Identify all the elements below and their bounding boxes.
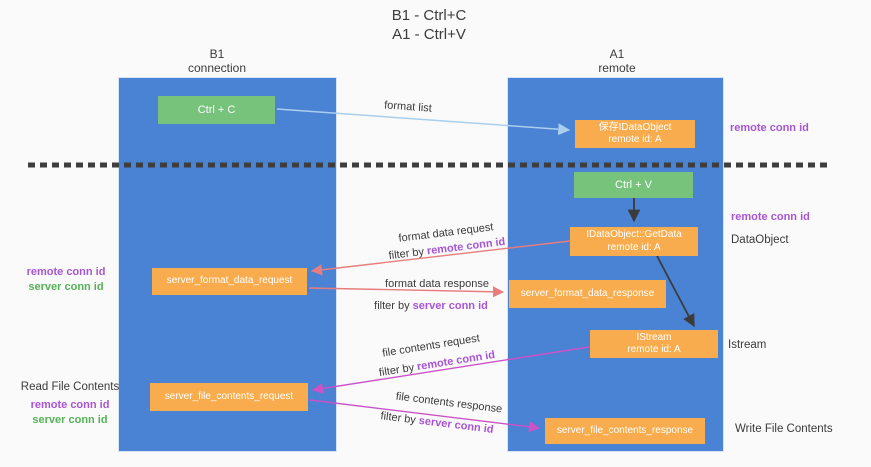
annotation-server-conn-id-left: server conn id <box>28 281 104 293</box>
node-server-format-data-response: server_format_data_response <box>509 280 666 308</box>
node-save-idataobject-line1: 保存IDataObject <box>598 121 672 133</box>
filter-by-text: filter by <box>379 410 420 427</box>
format-list-label: format list <box>383 99 433 115</box>
node-ctrl-v: Ctrl + V <box>574 172 693 198</box>
server-conn-id-highlight: server conn id <box>418 414 495 436</box>
node-istream: IStream remote id: A <box>590 330 718 358</box>
annotation-remote-conn-id-left: remote conn id <box>26 266 106 278</box>
node-istream-line1: IStream <box>636 331 672 343</box>
annotation-left-conn-ids: remote conn id server conn id <box>16 265 116 295</box>
filter-by-text: filter by <box>378 361 419 380</box>
lane-a1-name: A1 <box>609 47 625 61</box>
filter-by-text: filter by <box>374 300 413 312</box>
lane-b1-subtitle: connection <box>187 61 247 75</box>
annotation-remote-conn-id-bottom: remote conn id <box>30 399 110 411</box>
diagram-title: B1 - Ctrl+C A1 - Ctrl+V <box>318 6 540 44</box>
node-server-file-contents-request: server_file_contents_request <box>150 383 308 411</box>
annotation-remote-conn-id-mid: remote conn id <box>731 211 810 223</box>
node-server-format-data-request: server_format_data_request <box>152 268 307 295</box>
server-conn-id-highlight: server conn id <box>412 300 488 312</box>
node-istream-line2: remote id: A <box>627 344 681 355</box>
annotation-remote-conn-id-top: remote conn id <box>730 122 809 134</box>
format-data-response-filter-label: filter by server conn id <box>374 300 488 312</box>
node-save-idataobject: 保存IDataObject remote id: A <box>575 120 695 148</box>
node-server-file-contents-response: server_file_contents_response <box>545 418 705 444</box>
node-idataobject-getdata: IDataObject::GetData remote id: A <box>570 227 698 256</box>
annotation-dataobject: DataObject <box>731 234 789 246</box>
annotation-write-file-contents: Write File Contents <box>735 423 833 435</box>
title-line-1: B1 - Ctrl+C <box>391 7 467 24</box>
annotation-server-conn-id-bottom: server conn id <box>32 414 108 426</box>
node-getdata-line1: IDataObject::GetData <box>586 229 682 240</box>
annotation-read-file-contents: Read File Contents <box>20 381 120 393</box>
lane-header-b1: B1 connection <box>147 47 287 75</box>
annotation-istream: Istream <box>728 339 767 351</box>
file-contents-response-label: file contents response <box>395 390 503 416</box>
node-getdata-line2: remote id: A <box>607 241 661 253</box>
lane-a1-subtitle: remote <box>598 61 636 75</box>
annotation-read-file-contents-block: Read File Contents remote conn id server… <box>14 380 126 428</box>
filter-by-text: filter by <box>388 245 428 263</box>
format-data-response-label: format data response <box>385 278 489 290</box>
node-ctrl-c: Ctrl + C <box>158 96 275 124</box>
file-contents-response-filter-label: filter by server conn id <box>380 410 494 436</box>
title-line-2: A1 - Ctrl+V <box>392 26 466 43</box>
node-save-idataobject-line2: remote id: A <box>608 134 662 145</box>
lane-b1-name: B1 <box>209 47 225 61</box>
lane-header-a1: A1 remote <box>547 47 687 75</box>
